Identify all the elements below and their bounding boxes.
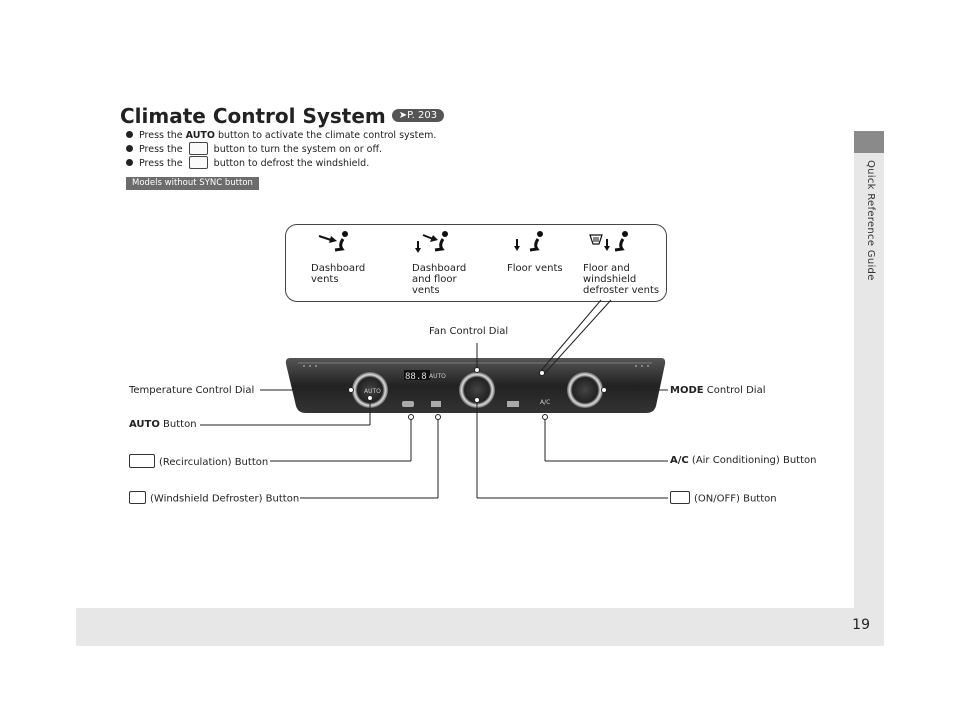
page-number: 19 <box>852 617 870 633</box>
instruction-item: Press the button to turn the system on o… <box>126 142 436 157</box>
on-off-button-label: (ON/OFF) Button <box>670 491 777 506</box>
page-title: Climate Control System➤P. 203 <box>120 104 445 128</box>
recirculation-button-label: (Recirculation) Button <box>129 454 268 469</box>
mode-label-dashboard-floor: Dashboard and floor vents <box>412 263 467 296</box>
floor-windshield-defroster-icon <box>589 231 628 252</box>
temperature-control-dial-label: Temperature Control Dial <box>129 385 255 396</box>
svg-text:A/C: A/C <box>540 399 550 406</box>
dashboard-floor-vents-icon <box>415 231 448 253</box>
bullet-icon <box>126 145 133 152</box>
mode-label-floor-windshield: Floor and windshield defroster vents <box>583 263 660 296</box>
on-off-button-icon <box>188 142 208 155</box>
svg-text:88.8: 88.8 <box>405 372 427 382</box>
windshield-defroster-button-label: (Windshield Defroster) Button <box>129 491 299 506</box>
bullet-icon <box>126 131 133 138</box>
airflow-modes-box <box>285 224 667 302</box>
front-defrost-icon <box>129 491 146 504</box>
instruction-item: Press the button to defrost the windshie… <box>126 156 436 171</box>
svg-text:AUTO: AUTO <box>429 373 446 380</box>
instruction-list: Press the AUTO button to activate the cl… <box>126 129 436 171</box>
mode-label-dashboard: Dashboard vents <box>311 263 366 285</box>
models-badge: Models without SYNC button <box>126 177 259 190</box>
instruction-item: Press the AUTO button to activate the cl… <box>126 129 436 143</box>
footer-bar <box>76 608 884 646</box>
dashboard-vents-icon <box>318 231 348 252</box>
floor-vents-icon <box>514 231 543 252</box>
side-tab-marker <box>854 131 884 153</box>
front-defrost-button-icon <box>188 156 208 169</box>
side-tab <box>854 131 884 608</box>
fan-control-dial-label: Fan Control Dial <box>429 326 509 337</box>
ac-button-label: A/C (Air Conditioning) Button <box>670 455 817 466</box>
bullet-icon <box>126 159 133 166</box>
on-off-icon <box>670 491 690 504</box>
recirculation-icon <box>129 454 155 468</box>
auto-button-label: AUTO Button <box>129 419 197 430</box>
svg-text:AUTO: AUTO <box>364 388 381 395</box>
mode-control-dial-label: MODE Control Dial <box>670 385 766 396</box>
mode-label-floor: Floor vents <box>507 263 563 274</box>
page-reference-link[interactable]: ➤P. 203 <box>391 109 445 122</box>
climate-control-panel: AUTO AUTO A/C 88.8 <box>285 358 666 413</box>
